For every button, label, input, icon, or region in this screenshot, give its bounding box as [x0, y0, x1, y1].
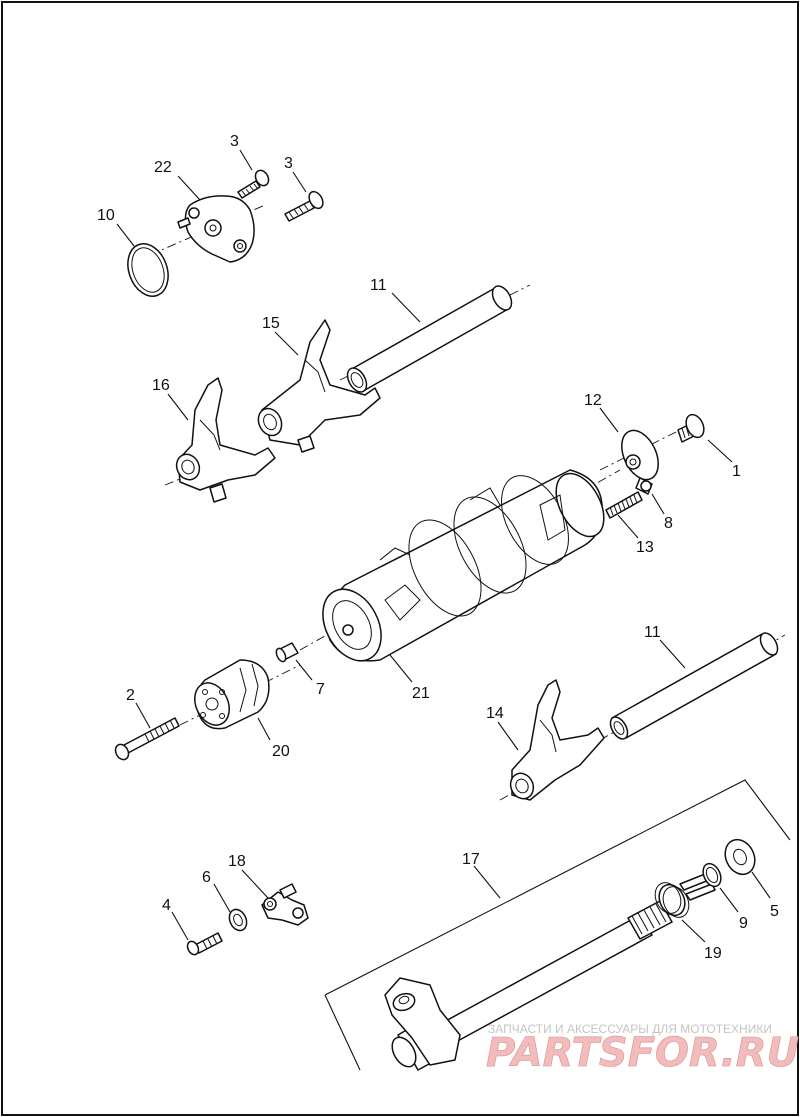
- callout-6: 6: [202, 869, 211, 886]
- shifter-shaft-part-17: [384, 900, 673, 1071]
- shifter-shaft-assembly-box-part-17: [324, 779, 791, 1071]
- bolt-part-2: [114, 717, 180, 761]
- watermark-tagline: ЗАПЧАСТИ И АКСЕССУАРЫ ДЛЯ МОТОТЕХНИКИ: [488, 1022, 772, 1036]
- callout-3-lower: 3: [284, 155, 293, 172]
- callout-16: 16: [152, 377, 170, 394]
- return-spring-part-19: [654, 873, 716, 918]
- spring-part-13: [605, 491, 643, 519]
- dowel-pin-part-7: [275, 642, 299, 663]
- washer-part-6: [228, 908, 248, 932]
- callout-9: 9: [739, 915, 748, 932]
- watermark: ЗАПЧАСТИ И АКСЕССУАРЫ ДЛЯ МОТОТЕХНИКИ PA…: [486, 1022, 800, 1076]
- callout-5: 5: [770, 903, 779, 920]
- callout-20: 20: [272, 743, 290, 760]
- callout-13: 13: [636, 539, 654, 556]
- callout-12: 12: [584, 392, 602, 409]
- callout-11-upper: 11: [370, 277, 387, 294]
- callout-2: 2: [126, 687, 135, 704]
- callout-3-upper: 3: [230, 133, 239, 150]
- washer-part-5: [724, 838, 756, 876]
- fork-shaft-part-11-upper: [339, 284, 531, 393]
- bolt-part-3-upper: [237, 169, 270, 199]
- callout-4: 4: [162, 897, 171, 914]
- fork-shaft-part-11-lower: [599, 632, 786, 741]
- callout-22: 22: [154, 159, 172, 176]
- screw-part-1: [677, 413, 705, 443]
- watermark-logo: PARTSFOR.RU: [486, 1030, 799, 1076]
- drum-end-star-part-20: [179, 659, 301, 730]
- bolt-part-3-lower: [284, 190, 324, 222]
- screw-part-4: [186, 932, 223, 956]
- callout-10: 10: [97, 207, 115, 224]
- callout-1: 1: [732, 463, 741, 480]
- shift-lever-part-18: [261, 883, 309, 926]
- shift-drum-part-21: [299, 469, 621, 662]
- callout-19: 19: [704, 945, 722, 962]
- detent-part-8: [640, 480, 652, 492]
- detent-housing-part-22: [149, 195, 266, 263]
- retaining-ring-part-9: [702, 862, 722, 888]
- callout-17: 17: [462, 851, 480, 868]
- callout-8: 8: [664, 515, 673, 532]
- shift-fork-part-14: [499, 679, 605, 801]
- leader-lines: [116, 149, 771, 943]
- shift-fork-part-16: [164, 377, 276, 503]
- callout-11-lower: 11: [644, 624, 661, 641]
- callout-7: 7: [316, 681, 325, 698]
- shift-fork-part-15: [257, 319, 381, 453]
- callout-labels: 3 3 22 10 11 15 16 12 1 8 13 11 7 21 2 1…: [97, 133, 779, 962]
- callout-14: 14: [486, 705, 504, 722]
- callout-15: 15: [262, 315, 280, 332]
- callout-18: 18: [228, 853, 246, 870]
- o-ring-part-10: [127, 243, 169, 297]
- callout-21: 21: [412, 685, 430, 702]
- washer-part-12: [599, 424, 691, 495]
